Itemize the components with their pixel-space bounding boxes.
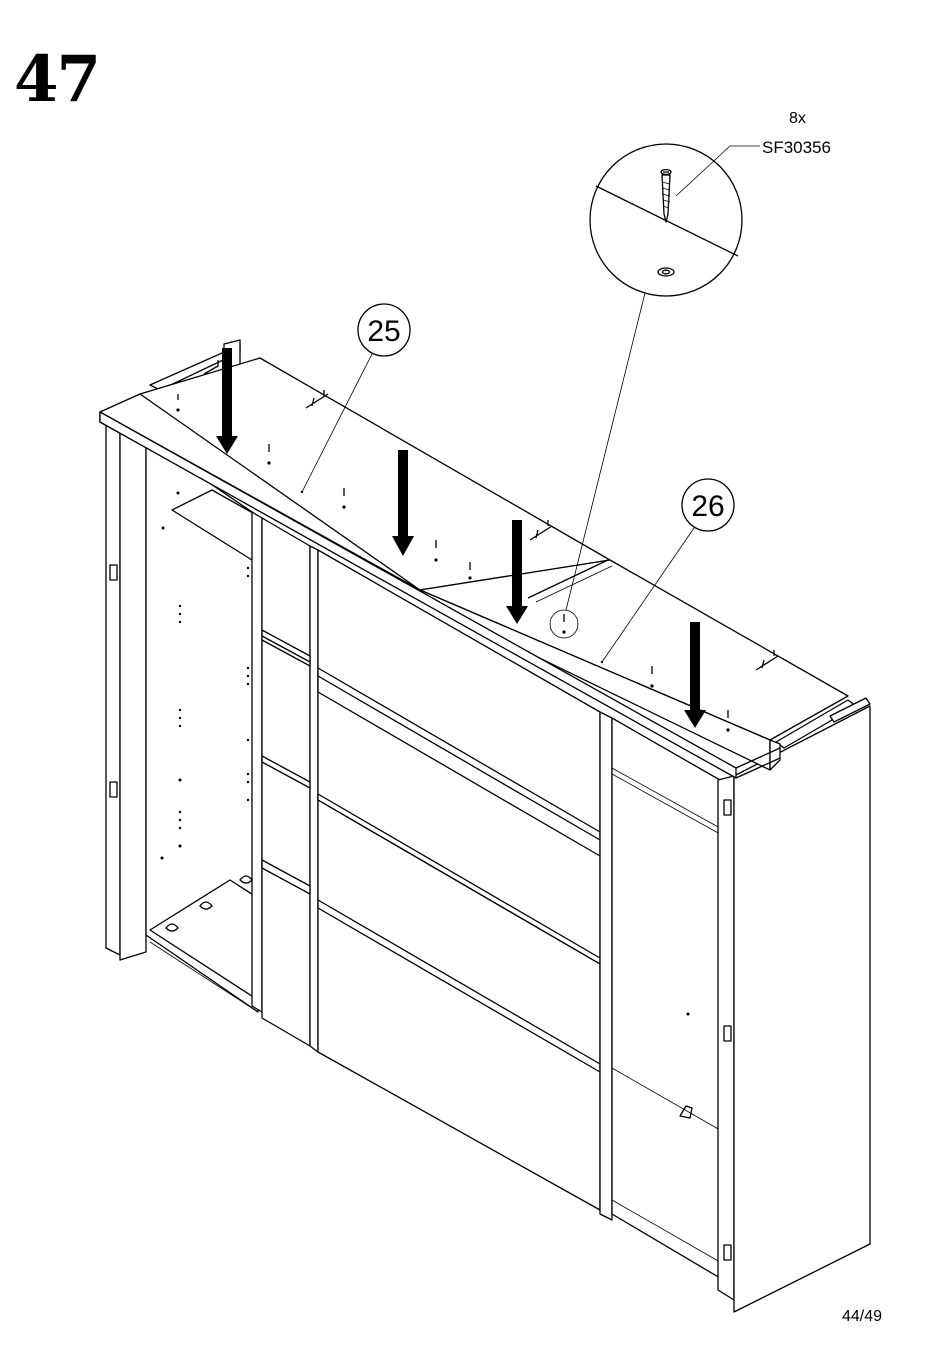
magnify-detail-icon xyxy=(566,144,760,610)
screw-icon xyxy=(661,170,671,223)
callout-26-label: 26 xyxy=(691,490,724,523)
callout-25-label: 25 xyxy=(367,315,400,348)
wardrobe-body xyxy=(100,340,870,1312)
